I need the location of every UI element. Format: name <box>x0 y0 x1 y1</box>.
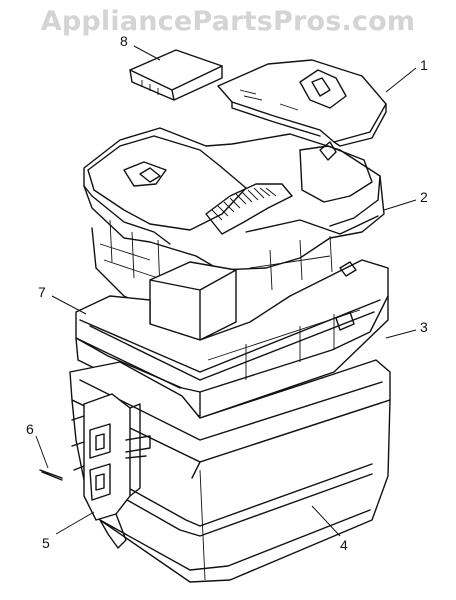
callout-6: 6 <box>26 421 34 437</box>
part-3-middle-tray <box>75 259 389 419</box>
part-1-top-lid <box>217 59 387 147</box>
watermark-text: AppliancePartsPros.com <box>40 6 416 37</box>
callout-8: 8 <box>120 33 128 49</box>
part-6-pin <box>39 469 63 481</box>
callout-1: 1 <box>420 57 428 73</box>
part-8-card <box>129 49 223 101</box>
callout-2: 2 <box>420 189 428 205</box>
part-4-main-box <box>69 359 391 583</box>
callout-5: 5 <box>42 535 50 551</box>
callout-7: 7 <box>38 284 46 300</box>
part-2-upper-tray <box>83 127 385 341</box>
leader-lines <box>35 45 417 537</box>
callout-4: 4 <box>340 537 348 553</box>
callout-3: 3 <box>420 319 428 335</box>
